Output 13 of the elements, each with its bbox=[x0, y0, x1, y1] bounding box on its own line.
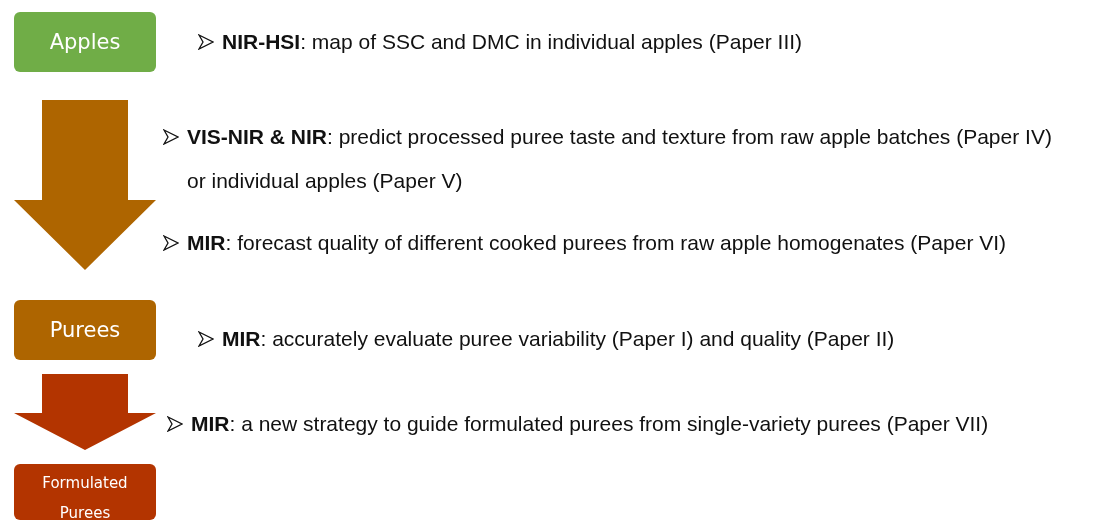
bullet-text: VIS-NIR & NIR: predict processed puree taste and texture from raw apple batches (Paper IV) or individual apples (Paper V) bbox=[187, 124, 1053, 194]
block-arrow bbox=[14, 374, 156, 450]
box-label: Formulated Purees bbox=[41, 473, 129, 520]
bullet-text: MIR: a new strategy to guide formulated purees from single-variety purees (Paper VII) bbox=[191, 411, 990, 437]
process-box bbox=[14, 464, 156, 520]
process-box bbox=[14, 300, 156, 360]
box-label: Apples bbox=[48, 30, 122, 54]
block-arrow bbox=[14, 100, 156, 270]
bullet-text: MIR: forecast quality of different cooked purees from raw apple homogenates (Paper VI) bbox=[187, 230, 1008, 256]
process-box bbox=[14, 12, 156, 72]
box-label: Purees bbox=[48, 318, 122, 342]
bullet-text: MIR: accurately evaluate puree variability (Paper I) and quality (Paper II) bbox=[222, 326, 896, 352]
bullet-text: NIR-HSI: map of SSC and DMC in individual apples (Paper III) bbox=[222, 29, 804, 55]
